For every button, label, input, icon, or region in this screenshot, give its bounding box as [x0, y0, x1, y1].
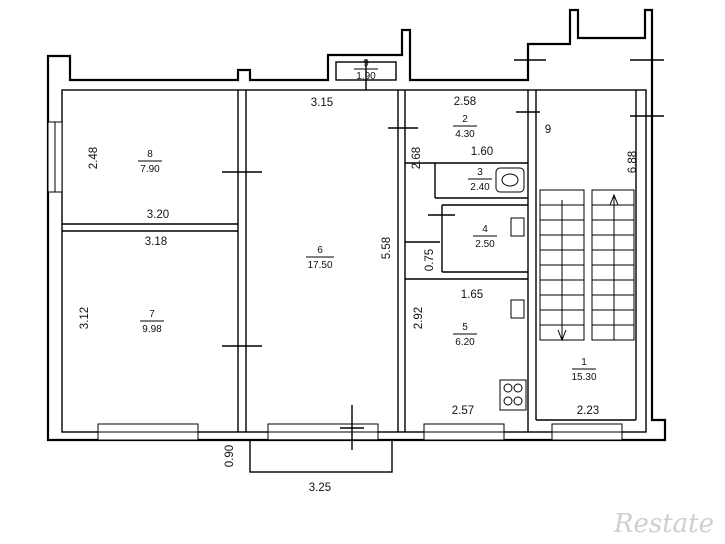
room-1-area: 15.30 — [571, 372, 596, 383]
room-3-area: 2.40 — [470, 182, 490, 193]
door-marks — [222, 59, 664, 450]
dimension-labels: 3.15 2.58 2.48 3.20 3.18 3.12 5.58 2.68 … — [79, 96, 639, 494]
staircase — [539, 189, 635, 342]
balcony — [249, 439, 393, 473]
dim-2-68: 2.68 — [411, 147, 423, 169]
room-5-area: 6.20 — [455, 337, 475, 348]
room-4-area: 2.50 — [475, 239, 495, 250]
outer-walls — [46, 8, 667, 442]
room-3-number: 3 — [477, 167, 483, 178]
room-6-number: 6 — [317, 245, 323, 256]
dim-2-57: 2.57 — [452, 405, 474, 417]
sink — [510, 299, 525, 319]
room-6-area: 17.50 — [307, 260, 332, 271]
windows — [47, 121, 623, 441]
stove — [499, 379, 527, 411]
room-8-number: 8 — [147, 149, 153, 160]
room-9-number: 9 — [363, 58, 369, 69]
dim-3-20: 3.20 — [147, 209, 169, 221]
dim-2-92: 2.92 — [413, 307, 425, 329]
room-8-area: 7.90 — [140, 164, 160, 175]
dim-0-75: 0.75 — [424, 249, 436, 271]
bathtub — [495, 167, 525, 193]
room-2-area: 4.30 — [455, 129, 475, 140]
room-7-number: 7 — [149, 309, 155, 320]
dim-6-88: 6.88 — [627, 151, 639, 173]
dim-2-58: 2.58 — [454, 96, 476, 108]
dim-3-15: 3.15 — [311, 97, 333, 109]
room-labels: 1 15.30 2 4.30 3 2.40 4 2.50 5 6.20 6 17… — [138, 58, 597, 383]
dim-5-58: 5.58 — [381, 237, 393, 259]
dim-3-12: 3.12 — [79, 307, 91, 329]
dim-3-25: 3.25 — [309, 482, 331, 494]
room-5-number: 5 — [462, 322, 468, 333]
room-9-area: 1.90 — [356, 71, 376, 82]
room-2-number: 2 — [462, 114, 468, 125]
watermark-logo: Restate — [613, 509, 714, 539]
interior-walls — [62, 90, 637, 432]
dim-2-48: 2.48 — [88, 147, 100, 169]
room-1-number: 1 — [581, 357, 587, 368]
dim-3-18: 3.18 — [145, 236, 167, 248]
room-7-area: 9.98 — [142, 324, 162, 335]
toilet — [510, 217, 525, 237]
fixtures — [495, 167, 527, 411]
room-4-number: 4 — [482, 224, 488, 235]
dim-1-65: 1.65 — [461, 289, 483, 301]
dim-1-60: 1.60 — [471, 146, 493, 158]
dim-0-90: 0.90 — [224, 445, 236, 467]
dim-9: 9 — [545, 124, 551, 136]
dim-2-23: 2.23 — [577, 405, 599, 417]
